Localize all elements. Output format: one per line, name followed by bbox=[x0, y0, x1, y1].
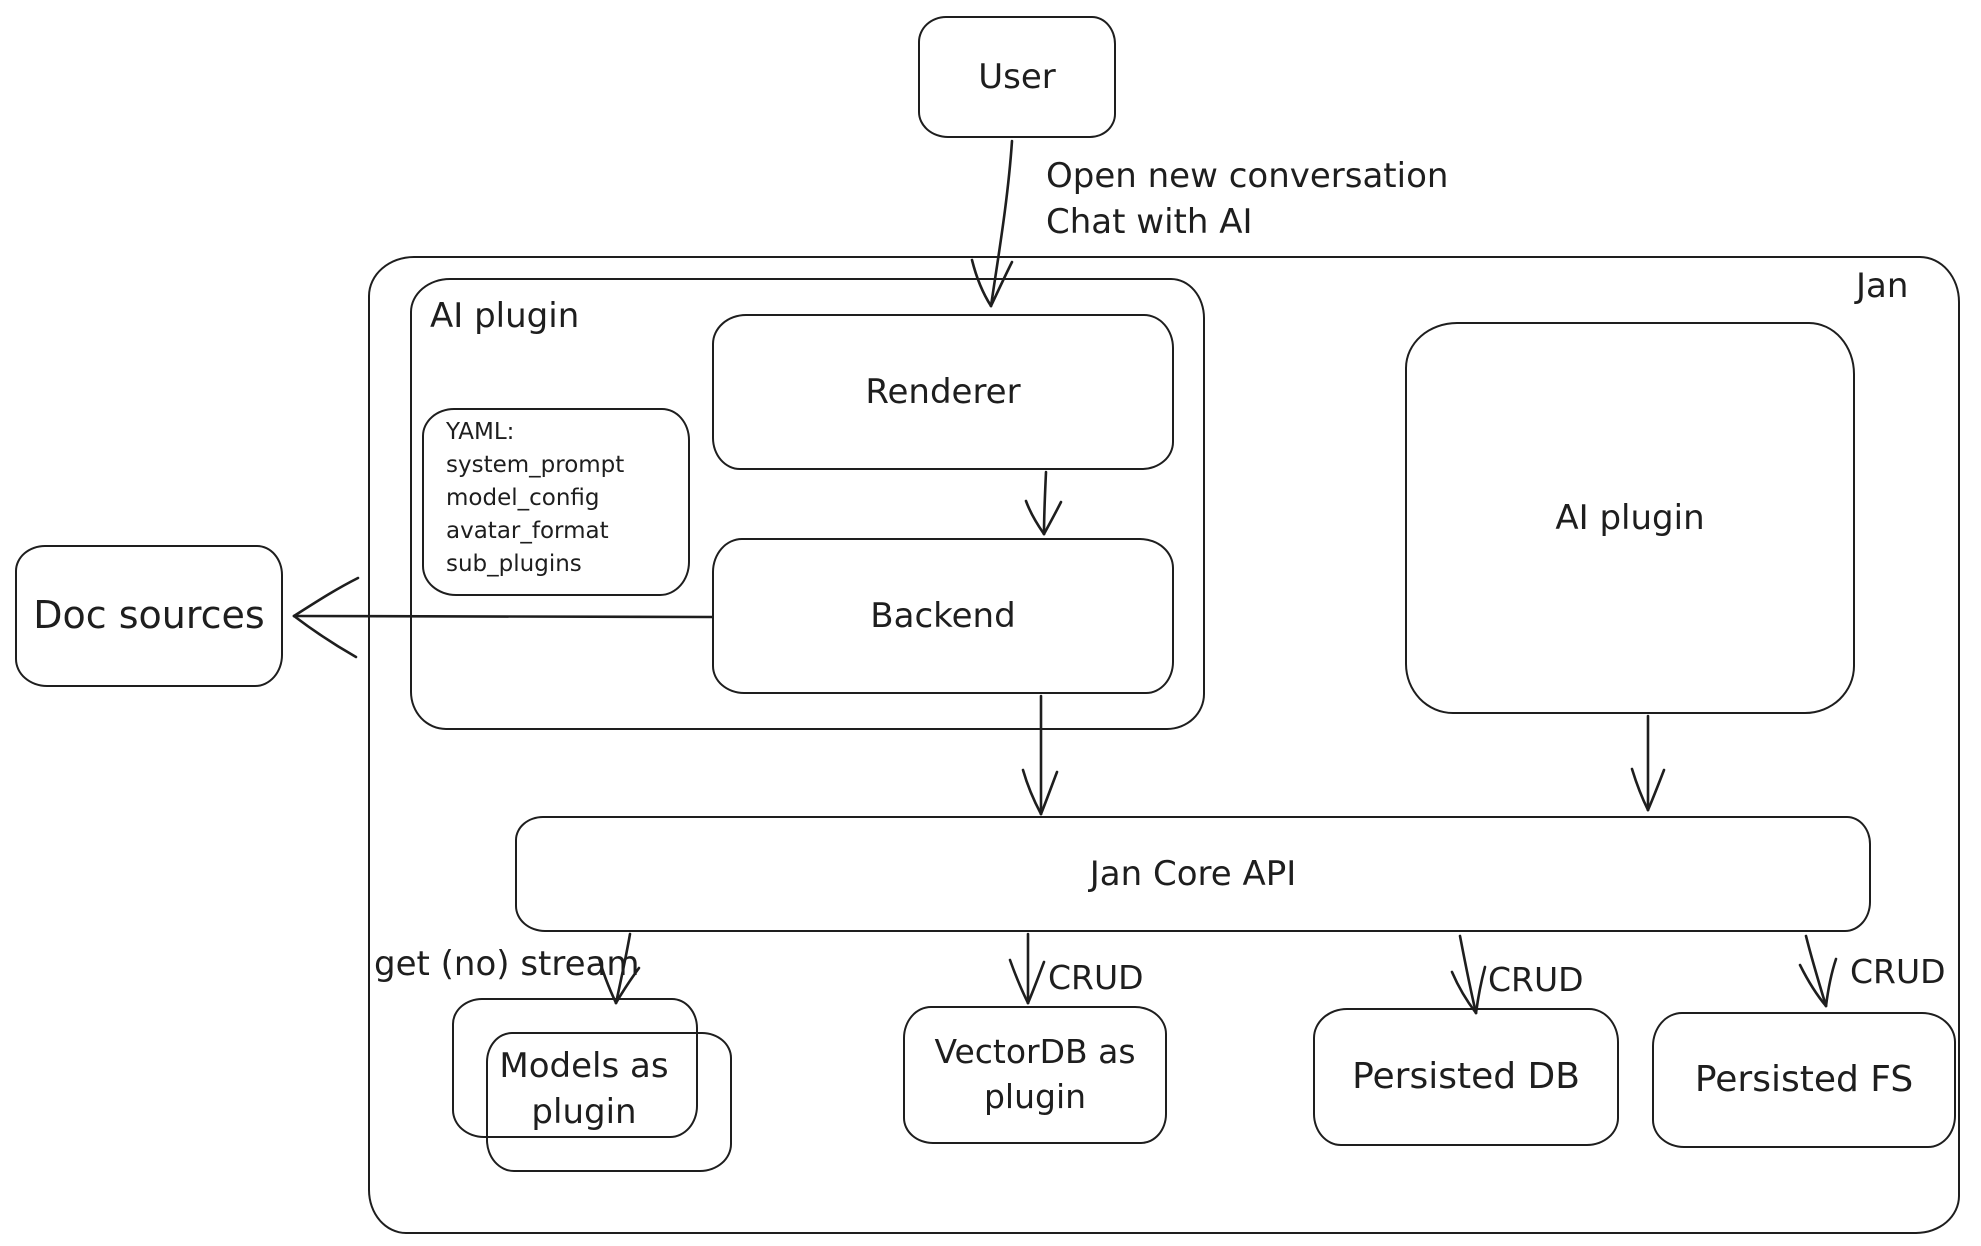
backend-box-label: Backend bbox=[870, 595, 1016, 636]
yaml-note-line-1: YAML: bbox=[446, 419, 515, 445]
arrow-backend-to-jan-core-api bbox=[1021, 694, 1059, 816]
arrow-api-to-persisted-fs bbox=[1798, 934, 1838, 1008]
models-as-plugin-label: Models as plugin bbox=[499, 1046, 669, 1132]
arrow-backend-to-doc-sources bbox=[292, 576, 714, 659]
edge-label-open-conversation: Open new conversation bbox=[1046, 156, 1449, 196]
arrow-user-to-renderer bbox=[970, 139, 1014, 308]
yaml-note-line-3: model_config bbox=[446, 485, 600, 511]
persisted-fs-box: Persisted FS bbox=[1652, 1012, 1956, 1148]
jan-container bbox=[368, 256, 1960, 1234]
models-as-plugin-box-front bbox=[486, 1032, 732, 1172]
doc-sources-label: Doc sources bbox=[33, 593, 265, 638]
arrow-api-to-vectordb bbox=[1008, 932, 1046, 1005]
ai-plugin-right-box: AI plugin bbox=[1405, 322, 1855, 714]
edge-label-get-no-stream: get (no) stream bbox=[374, 944, 640, 984]
vectordb-as-plugin-box: VectorDB as plugin bbox=[903, 1006, 1167, 1144]
edge-label-crud-persisted-db: CRUD bbox=[1488, 960, 1584, 999]
user-box-label: User bbox=[978, 56, 1056, 97]
ai-plugin-left-container bbox=[410, 278, 1205, 730]
vectordb-as-plugin-label: VectorDB as plugin bbox=[934, 1032, 1136, 1116]
arrow-api-to-models bbox=[597, 932, 641, 1005]
arrow-api-to-persisted-db bbox=[1450, 934, 1487, 1015]
ai-plugin-right-label: AI plugin bbox=[1555, 497, 1705, 538]
persisted-fs-label: Persisted FS bbox=[1694, 1059, 1914, 1101]
yaml-note-line-4: avatar_format bbox=[446, 518, 609, 544]
arrow-renderer-to-backend bbox=[1024, 470, 1063, 536]
jan-container-label: Jan bbox=[1856, 266, 1909, 306]
doc-sources-box: Doc sources bbox=[15, 545, 283, 687]
backend-box: Backend bbox=[712, 538, 1174, 694]
yaml-note-line-2: system_prompt bbox=[446, 452, 625, 478]
edge-label-crud-vectordb: CRUD bbox=[1048, 958, 1144, 997]
persisted-db-label: Persisted DB bbox=[1352, 1056, 1580, 1098]
persisted-db-box: Persisted DB bbox=[1313, 1008, 1619, 1146]
renderer-box-label: Renderer bbox=[865, 371, 1021, 412]
edge-label-crud-persisted-fs: CRUD bbox=[1850, 952, 1946, 991]
renderer-box: Renderer bbox=[712, 314, 1174, 470]
yaml-note-line-5: sub_plugins bbox=[446, 551, 582, 577]
models-as-plugin-box-back bbox=[452, 998, 698, 1138]
jan-core-api-label: Jan Core API bbox=[1089, 853, 1297, 894]
user-box: User bbox=[918, 16, 1116, 138]
edge-label-chat-with-ai: Chat with AI bbox=[1046, 202, 1253, 242]
jan-core-api-bar: Jan Core API bbox=[515, 816, 1871, 932]
ai-plugin-left-label: AI plugin bbox=[430, 296, 580, 336]
arrow-ai-plugin-right-to-jan-core-api bbox=[1630, 714, 1666, 812]
yaml-note-box bbox=[422, 408, 690, 596]
